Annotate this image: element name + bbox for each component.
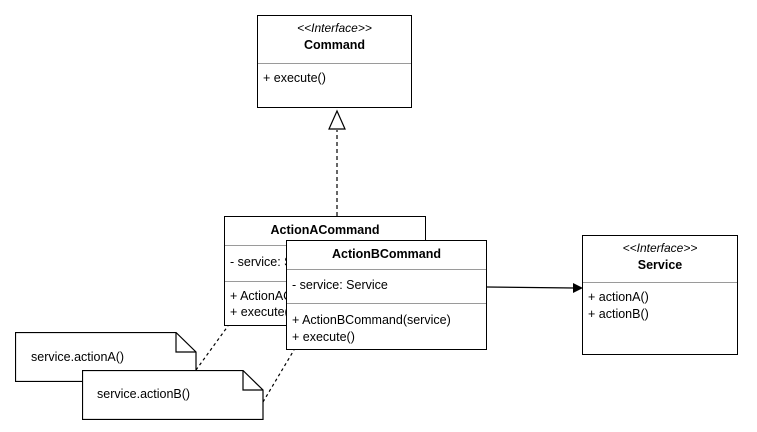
note-a-anchor (195, 325, 229, 371)
action-b-name: ActionBCommand (331, 247, 442, 261)
association-line (486, 286, 575, 289)
command-method: + execute() (263, 71, 326, 85)
action-b-separator-2 (287, 303, 486, 304)
note-b-anchor (262, 349, 295, 403)
service-separator (583, 282, 737, 283)
service-method-2: + actionB() (588, 307, 649, 321)
class-service[interactable]: <<Interface>> Service + actionA() + acti… (582, 235, 738, 355)
action-a-method-2: + execute() (230, 305, 293, 319)
note-a-shape (15, 332, 197, 382)
note-b-text: service.actionB() (97, 387, 191, 401)
command-stereotype: <<Interface>> (297, 21, 372, 35)
action-a-name: ActionACommand (270, 223, 380, 237)
realization-arrowhead (328, 109, 346, 130)
class-action-b-command[interactable]: ActionBCommand - service: Service + Acti… (286, 240, 487, 350)
service-name: Service (637, 258, 683, 272)
service-stereotype: <<Interface>> (622, 241, 698, 255)
association-arrowhead (573, 283, 583, 293)
action-b-method-1: + ActionBCommand(service) (292, 313, 451, 327)
command-name: Command (303, 38, 366, 52)
action-b-method-2: + execute() (292, 330, 355, 344)
action-b-field: - service: Service (292, 278, 388, 292)
note-b-shape (82, 370, 264, 420)
command-separator (258, 63, 411, 64)
note-a-text: service.actionA() (31, 350, 125, 364)
service-method-1: + actionA() (588, 290, 649, 304)
class-command[interactable]: <<Interface>> Command + execute() (257, 15, 412, 108)
action-b-separator-1 (287, 269, 486, 270)
